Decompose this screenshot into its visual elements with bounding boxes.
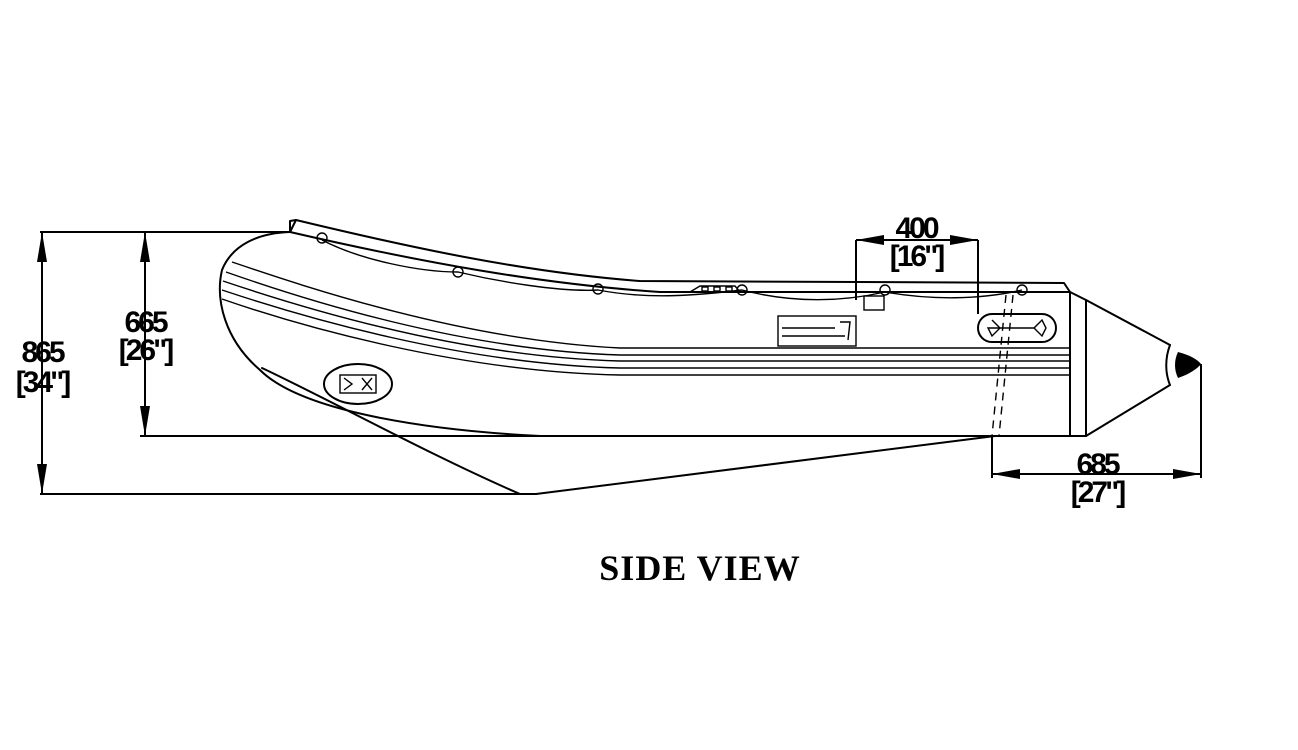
oarlock-fitting [689,285,741,293]
dim-thwart-width [855,235,979,314]
dim-overall-height [37,231,536,495]
drain-plug-icon [323,363,393,405]
carry-handle-icon [977,313,1057,343]
dim-bow-length-inch: [27"] [1071,476,1126,509]
dim-overall-height-inch: [34"] [16,366,71,399]
d-ring-icon [316,232,1028,296]
transom-dashed [991,294,1014,437]
rub-strakes [221,261,1070,376]
dim-bow-length-mm: 685 [1076,448,1119,481]
dim-tube-height [140,232,540,437]
dim-tube-height-inch: [26"] [119,334,174,367]
dim-thwart-width-inch: [16"] [890,240,945,273]
id-plate [777,315,857,347]
view-title: SIDE VIEW [599,548,800,588]
valve-fitting [863,295,885,311]
bow-cone [1069,291,1201,437]
boat-hull [218,219,1071,495]
dim-overall-height-mm: 865 [21,336,64,369]
dim-thwart-width-mm: 400 [895,212,938,245]
lifeline-rope [316,232,1028,301]
dim-tube-height-mm: 665 [124,306,167,339]
dim-bow-length [991,364,1202,479]
